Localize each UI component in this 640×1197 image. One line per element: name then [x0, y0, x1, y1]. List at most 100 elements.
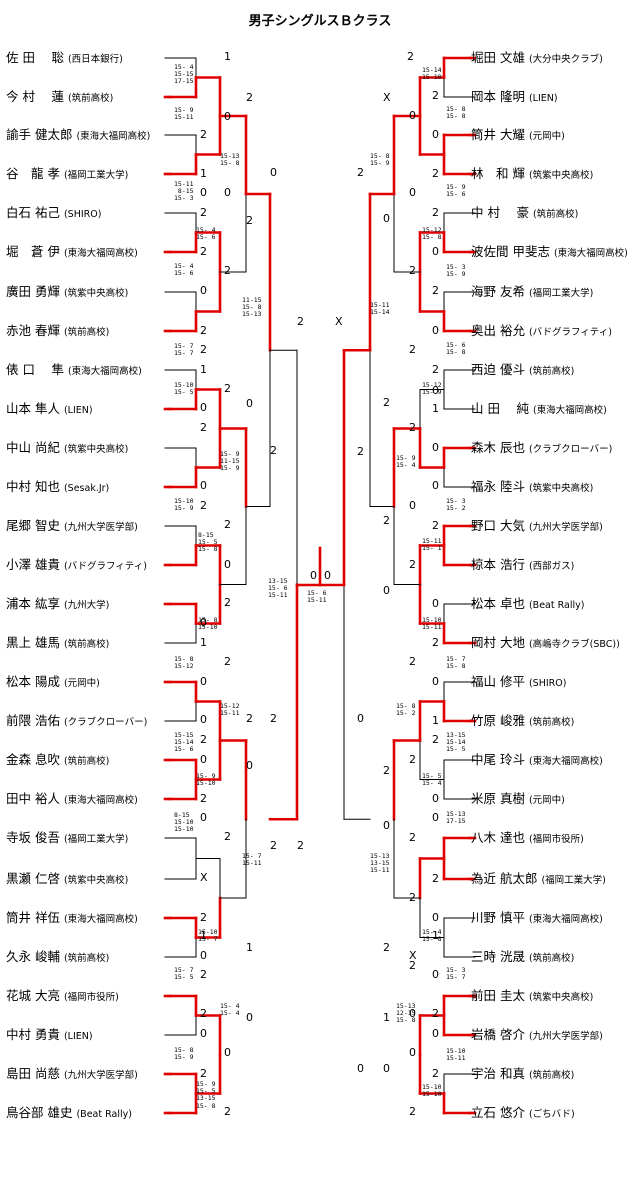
match-score: 0	[200, 713, 207, 726]
player-name: 筒井 祥伍	[6, 910, 60, 925]
match-score: 2	[200, 343, 207, 356]
player-affiliation: (筑紫中央高校)	[528, 170, 594, 181]
player-name: 岡村 大地	[471, 635, 525, 650]
game-scores: 15-10 15-11	[422, 616, 442, 632]
game-scores: 15- 4 15- 6	[174, 262, 194, 278]
player-name: 中尾 玲斗	[471, 752, 525, 767]
player-entry: 田中 裕人 (東海大福岡高校)	[6, 791, 138, 809]
match-score: 2	[383, 941, 390, 954]
match-score: 0	[224, 558, 231, 571]
player-affiliation: (大分中央クラブ)	[528, 54, 603, 65]
player-affiliation: (福岡市役所)	[63, 992, 119, 1003]
player-name: 浦本 紘享	[6, 596, 60, 611]
player-name: 堀田 文雄	[471, 50, 525, 65]
match-score: 0	[432, 792, 439, 805]
player-entry: 川野 慎平 (東海大福岡高校)	[471, 910, 603, 928]
player-entry: 廣田 勇輝 (筑紫中央高校)	[6, 284, 128, 302]
match-score: 0	[409, 109, 416, 122]
match-score: 2	[246, 712, 253, 725]
player-name: 岩橋 啓介	[471, 1027, 525, 1042]
player-entry: 山 田 純 (東海大福岡高校)	[471, 401, 607, 419]
match-score: 2	[270, 712, 277, 725]
match-score: 2	[200, 1067, 207, 1080]
match-score: 2	[270, 444, 277, 457]
match-score: 0	[200, 284, 207, 297]
player-affiliation: (筑前高校)	[528, 1070, 575, 1081]
player-entry: 椋本 浩行 (西部ガス)	[471, 557, 574, 575]
match-score: 0	[409, 499, 416, 512]
game-scores: 15- 4 15- 8	[422, 928, 442, 944]
game-scores: 15- 4 15- 6	[196, 226, 216, 242]
match-score: 1	[224, 50, 231, 63]
player-affiliation: (東海大福岡高校)	[532, 405, 607, 416]
match-score: 0	[200, 949, 207, 962]
player-entry: 前隈 浩佑 (クラブクローバー)	[6, 713, 147, 731]
game-scores: 13-15 15- 6 15-11	[268, 577, 288, 600]
match-score: 0	[200, 811, 207, 824]
player-name: 椋本 浩行	[471, 557, 525, 572]
player-name: 小澤 雄貴	[6, 557, 60, 572]
player-entry: 福永 陸斗 (筑紫中央高校)	[471, 479, 593, 497]
player-entry: 浦本 紘享 (九州大学)	[6, 596, 109, 614]
match-score: 2	[200, 733, 207, 746]
match-score: 1	[200, 167, 207, 180]
player-entry: 西迫 優斗 (筑前高校)	[471, 362, 574, 380]
game-scores: 15- 6 15-11	[307, 589, 327, 605]
player-name: 今 村 蓮	[6, 89, 64, 104]
match-score: 0	[432, 1027, 439, 1040]
match-score: 2	[200, 324, 207, 337]
match-score: 2	[383, 514, 390, 527]
game-scores: 15-13 12-15 15- 8	[396, 1002, 416, 1025]
player-name: 黒上 雄馬	[6, 635, 60, 650]
match-score: 0	[432, 384, 439, 397]
player-name: 廣田 勇輝	[6, 284, 60, 299]
match-score: 0	[224, 110, 231, 123]
match-score: 0	[383, 819, 390, 832]
player-entry: 堀田 文雄 (大分中央クラブ)	[471, 50, 603, 68]
player-affiliation: (西部ガス)	[528, 561, 575, 572]
player-affiliation: (九州大学)	[63, 600, 110, 611]
match-score: 2	[432, 733, 439, 746]
player-entry: 岡本 隆明 (LIEN)	[471, 89, 558, 107]
game-scores: 15- 8 15-12	[174, 655, 194, 671]
game-scores: 15-13 17-15	[446, 810, 466, 826]
player-affiliation: (筑前高校)	[63, 327, 110, 338]
match-score: 0	[200, 1027, 207, 1040]
match-score: 0	[200, 401, 207, 414]
player-entry: 白石 祐己 (SHIRO)	[6, 205, 101, 223]
player-name: 福山 修平	[471, 674, 525, 689]
match-score: 0	[432, 811, 439, 824]
player-affiliation: (筑前高校)	[63, 756, 110, 767]
player-entry: 八木 達也 (福岡市役所)	[471, 830, 584, 848]
match-score: 2	[200, 911, 207, 924]
match-score: 2	[432, 167, 439, 180]
player-entry: 松本 卓也 (Beat Rally)	[471, 596, 584, 614]
game-scores: 15- 3 15- 7	[446, 966, 466, 982]
player-name: 川野 慎平	[471, 910, 525, 925]
game-scores: 15- 9 15- 6	[446, 183, 466, 199]
player-name: 鳥谷部 雄史	[6, 1105, 73, 1120]
player-affiliation: (九州大学医学部)	[528, 522, 603, 533]
player-affiliation: (LIEN)	[63, 405, 93, 416]
player-entry: 岡村 大地 (高嶋寺クラブ(SBC))	[471, 635, 620, 653]
match-score: 2	[270, 839, 277, 852]
match-score: 1	[200, 929, 207, 942]
game-scores: 15-11 15-14	[370, 301, 390, 317]
match-score: 0	[200, 186, 207, 199]
player-affiliation: (東海大福岡高校)	[67, 366, 142, 377]
match-score: 0	[409, 1046, 416, 1059]
player-entry: 久永 峻輔 (筑前高校)	[6, 949, 109, 967]
match-score: 2	[432, 363, 439, 376]
game-scores: 15- 4 15-15 17-15	[174, 63, 194, 86]
player-affiliation: (バドグラフィティ)	[63, 561, 147, 572]
match-score: 0	[246, 759, 253, 772]
match-score: 2	[409, 1105, 416, 1118]
player-affiliation: (九州大学医学部)	[63, 522, 138, 533]
game-scores: 15- 7 15- 7	[174, 342, 194, 358]
player-entry: 前田 圭太 (筑紫中央高校)	[471, 988, 593, 1006]
player-name: 赤池 春輝	[6, 323, 60, 338]
player-name: 波佐間 甲斐志	[471, 244, 550, 259]
player-name: 海野 友希	[471, 284, 525, 299]
match-score: 2	[246, 91, 253, 104]
player-entry: 堀 蒼 伊 (東海大福岡高校)	[6, 244, 138, 262]
